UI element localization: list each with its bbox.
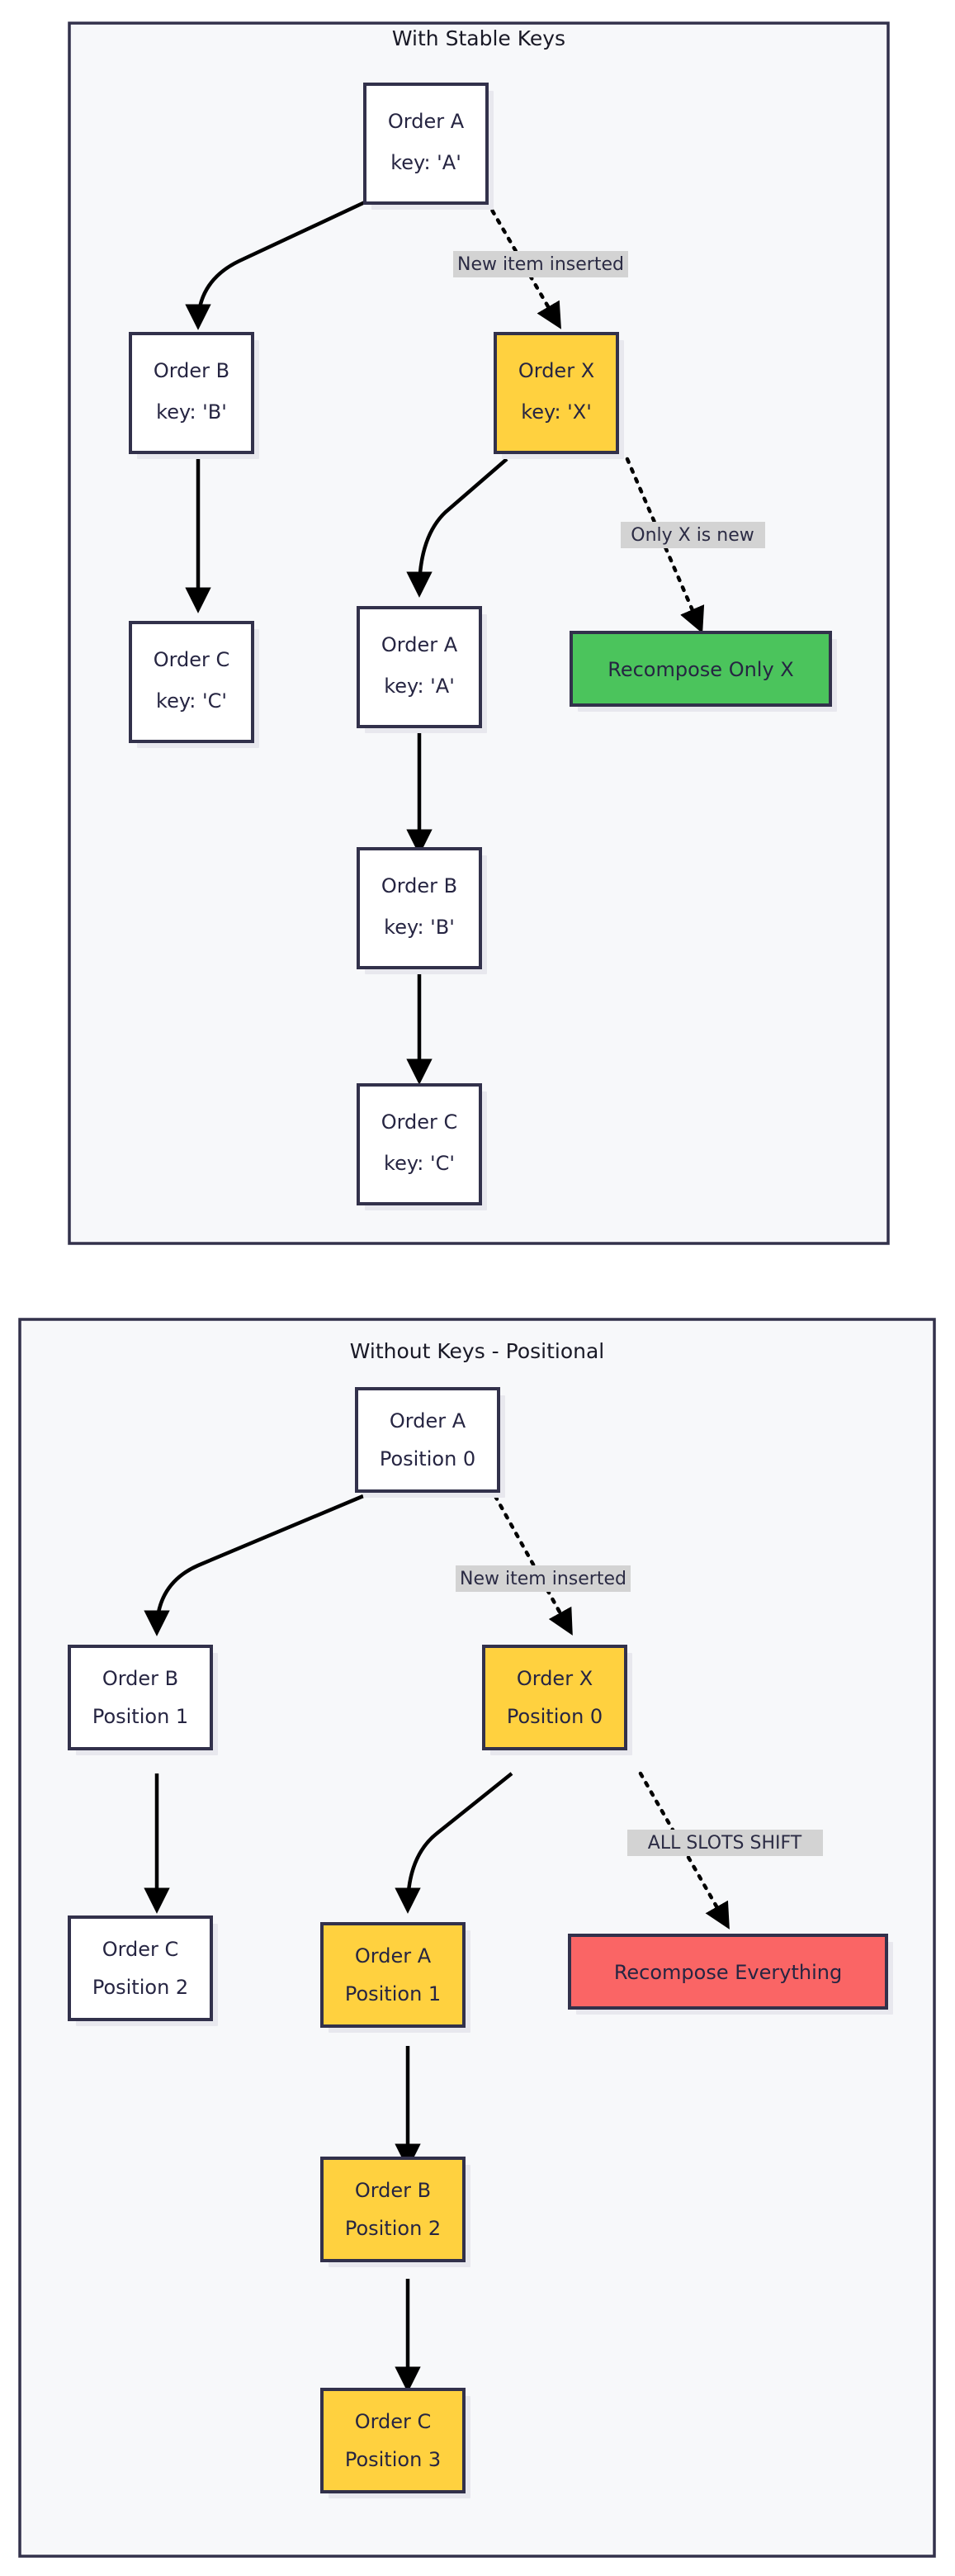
node-line-2: Position 0 [380, 1447, 475, 1470]
node-order-a-root[interactable]: Order A key: 'A' [363, 83, 494, 210]
node-label: Recompose Everything [614, 1961, 842, 1984]
edge-label-text: ALL SLOTS SHIFT [648, 1833, 802, 1854]
node-order-x-position-0[interactable]: Order X Position 0 [482, 1645, 632, 1755]
node-line-2: key: 'C' [384, 1152, 455, 1175]
edge-label-new-item-inserted-1: New item inserted [453, 251, 628, 277]
node-line-2: key: 'C' [156, 689, 227, 713]
node-order-c-position-3[interactable]: Order C Position 3 [320, 2388, 470, 2498]
edge-label-all-slots-shift: ALL SLOTS SHIFT [627, 1830, 823, 1856]
edge-x-new-to-a-after [406, 457, 508, 598]
node-recompose-only-x[interactable]: Recompose Only X [570, 631, 837, 712]
node-line-1: Order C [355, 2410, 432, 2433]
node-line-1: Order X [518, 359, 594, 382]
panel-1-title: With Stable Keys [392, 26, 565, 50]
node-line-2: Position 2 [92, 1976, 188, 1999]
node-line-2: Position 3 [345, 2448, 441, 2471]
node-order-a-after[interactable]: Order A key: 'A' [357, 606, 487, 733]
node-order-a-position-0-root[interactable]: Order A Position 0 [355, 1387, 505, 1498]
node-line-1: Order B [102, 1667, 178, 1690]
node-order-b-left[interactable]: Order B key: 'B' [129, 332, 259, 459]
node-line-2: key: 'X' [521, 400, 592, 424]
node-order-b-after[interactable]: Order B key: 'B' [357, 847, 487, 974]
node-label: Recompose Only X [608, 658, 793, 681]
panel-2-title: Without Keys - Positional [350, 1339, 605, 1363]
edge-label-new-item-inserted-2: New item inserted [456, 1565, 631, 1592]
node-line-2: Position 1 [92, 1705, 188, 1728]
edge-px-new-to-pa-after [395, 1772, 513, 1914]
node-line-2: key: 'A' [390, 151, 461, 174]
edge-x-new-to-result [625, 457, 705, 634]
node-order-c-position-2[interactable]: Order C Position 2 [68, 1915, 218, 2026]
edge-label-text: Only X is new [631, 525, 754, 546]
node-recompose-everything[interactable]: Recompose Everything [568, 1934, 893, 2015]
node-line-1: Order A [381, 633, 458, 656]
edge-label-text: New item inserted [460, 1569, 626, 1589]
node-line-1: Order A [388, 110, 465, 133]
edge-a-root-to-x-new [485, 199, 561, 329]
node-line-1: Order B [355, 2179, 431, 2202]
panel-without-keys-positional: Without Keys - Positional New item inser… [18, 1318, 936, 2558]
node-line-2: Position 1 [345, 1982, 441, 2005]
edge-label-only-x-is-new: Only X is new [621, 522, 765, 548]
node-line-2: key: 'B' [156, 400, 227, 424]
node-order-c-left[interactable]: Order C key: 'C' [129, 621, 259, 748]
node-order-b-position-1[interactable]: Order B Position 1 [68, 1645, 218, 1755]
node-line-2: key: 'A' [384, 675, 455, 698]
edge-label-text: New item inserted [457, 254, 624, 275]
node-order-b-position-2[interactable]: Order B Position 2 [320, 2157, 470, 2267]
node-line-1: Order B [154, 359, 229, 382]
node-line-1: Order C [102, 1938, 179, 1961]
node-line-2: Position 2 [345, 2217, 441, 2240]
node-line-1: Order C [154, 648, 230, 671]
edge-pa-root-to-pb-left [144, 1494, 364, 1636]
node-line-2: key: 'B' [384, 916, 455, 939]
edge-pa-root-to-px-new [493, 1494, 573, 1636]
edge-a-root-to-b-left [185, 199, 367, 330]
node-line-1: Order C [381, 1110, 458, 1134]
node-order-c-after[interactable]: Order C key: 'C' [357, 1083, 487, 1210]
node-line-1: Order A [390, 1409, 466, 1432]
panel-with-stable-keys: With Stable Keys New item inserted Only … [68, 21, 890, 1245]
node-line-1: Order X [517, 1667, 593, 1690]
node-line-1: Order A [355, 1944, 432, 1968]
node-order-x-new[interactable]: Order X key: 'X' [494, 332, 624, 459]
node-order-a-position-1[interactable]: Order A Position 1 [320, 1922, 470, 2033]
node-line-1: Order B [381, 874, 457, 897]
node-line-2: Position 0 [507, 1705, 603, 1728]
